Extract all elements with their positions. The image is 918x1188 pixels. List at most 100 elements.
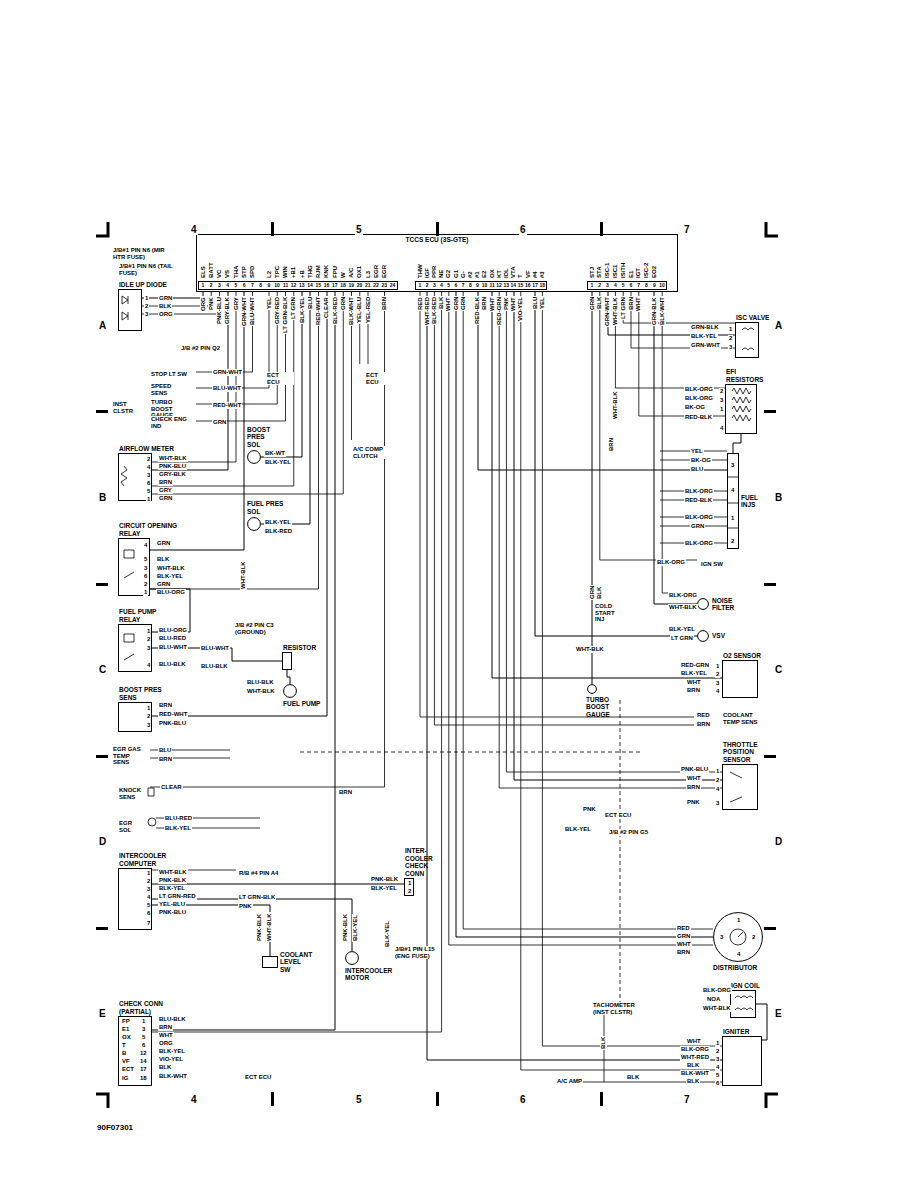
wire-label: WHT-BLK (612, 390, 619, 420)
pin-number: 4 (715, 1064, 720, 1071)
wire-label: BLK-YEL (156, 573, 184, 580)
wire-label: BLU (532, 296, 539, 310)
grid-reference: E (98, 1008, 107, 1019)
grid-reference: C (774, 664, 783, 675)
pin-number: 4 (719, 425, 724, 432)
wire-label: BRN (608, 437, 615, 452)
wire-label: IS/TH (620, 262, 627, 279)
pin-number: 3 (144, 311, 149, 318)
component-label: FUEL PRES SOL (247, 500, 297, 515)
wire-label: GRY-BLK (158, 471, 187, 478)
component-box: IGN COIL (730, 990, 756, 1018)
wire-label: WHT-BLK (668, 604, 698, 611)
component-circle: FUEL PRES SOL (247, 517, 261, 531)
wire-label: EGR (381, 264, 388, 279)
wire-label: G1 (453, 269, 460, 279)
wire-label: GRN (158, 495, 173, 502)
pin-number: 1 (143, 589, 148, 596)
pin-number: 1 (719, 406, 724, 413)
grid-reference: D (98, 836, 107, 847)
component-circle: BOOST PRES SOL (247, 450, 261, 464)
component-label: IGNITER (723, 1028, 749, 1035)
pin-number: 18 (139, 1075, 148, 1082)
pin-number: 5 (141, 1034, 146, 1041)
pin-number: 9 (268, 283, 271, 289)
wire-label: PNK (208, 296, 215, 311)
wire-label: GRY (158, 487, 173, 494)
pin-number: 8 (259, 283, 262, 289)
wire-label: BRN (381, 296, 388, 311)
wire-label: OX (489, 268, 496, 279)
component-label: BOOST PRES SOL (247, 426, 277, 448)
wire-label: WHT (158, 1032, 174, 1039)
pin-number: 8 (645, 283, 648, 289)
pin-number: 10 (659, 283, 665, 289)
component-label: IGN COIL (731, 982, 760, 989)
wire-label: BLK (686, 1078, 700, 1085)
pin-number: 6 (243, 283, 246, 289)
grid-reference: A (774, 320, 783, 331)
wire-connector (756, 1004, 767, 1040)
wire-label: BLK-RED (431, 296, 438, 325)
wire-connector (152, 899, 352, 951)
pin-number: 1 (715, 768, 720, 775)
wire-label: BRN (158, 1024, 173, 1031)
wire-connector (152, 292, 327, 716)
wire-label: BLU-WHT (200, 645, 230, 652)
wire-label: CLEAR (323, 296, 330, 319)
component-label: BOOST PRES SENS (119, 686, 179, 701)
wire-label: GRN (589, 296, 596, 311)
wire-label: WHT-BLK (156, 565, 186, 572)
wire-label: A/C COMP CLUTCH (352, 446, 390, 459)
component-box: RESISTOR (282, 652, 292, 670)
pin-number: 6 (146, 910, 151, 917)
pin-number: 11 (490, 283, 495, 289)
wires (142, 292, 735, 1082)
wire-label: VF (121, 1058, 131, 1065)
wire-connector (478, 292, 727, 470)
wire-connector (152, 292, 228, 470)
wire-label: J/B#1 PIN N6 (MIR HTR FUSE) (112, 247, 176, 260)
wire-connector (492, 292, 722, 678)
pin-number: 3 (146, 722, 151, 729)
component-box: COOLANT LEVEL SW (262, 956, 278, 968)
pin-number: 17 (332, 283, 338, 289)
wire-label: BRN (158, 756, 173, 763)
component-label: FUEL INJS (741, 494, 771, 509)
component-label: INTERCOOLER MOTOR (345, 967, 385, 982)
wire-label: LT GRN (620, 296, 627, 320)
wire-label: BLU-BLK (200, 663, 229, 670)
wire-label: BLK-WHT (348, 296, 355, 326)
wire-label: BRN (481, 296, 488, 311)
pin-number: 7 (462, 283, 465, 289)
wire-label: PNK-BLU (158, 720, 187, 727)
pin-number: 1 (146, 496, 151, 503)
wire-connector (150, 292, 244, 550)
wire-connector (287, 670, 290, 684)
corner-marks (96, 222, 778, 1108)
wire-label: EGR SOL (118, 820, 144, 833)
grid-reference: A (98, 320, 107, 331)
wire-label: ECT (121, 1066, 135, 1073)
pin-number: 17 (139, 1066, 148, 1073)
wire-label: ECT ECU (604, 812, 632, 819)
component-label: THROTTLE POSITION SENSOR (723, 741, 771, 763)
wire-label: E1 (121, 1026, 130, 1033)
outline-circle (248, 451, 261, 464)
wire-label: COLD START INJ (594, 603, 626, 623)
wire-label: IDL (503, 267, 510, 279)
wire-label: TACHOMETER (INST CLSTR) (592, 1002, 644, 1015)
wire-label: WHT-RED (680, 1054, 710, 1061)
wire-label: VS (224, 269, 231, 279)
wire-label: GRN (676, 933, 691, 940)
pin-number: 2 (144, 303, 149, 310)
pin-number: 4 (715, 786, 720, 793)
wire-label: YEL (690, 448, 704, 455)
pin-number: 2 (598, 283, 601, 289)
wire-label: GRN (460, 296, 467, 311)
pin-number: 14 (511, 283, 517, 289)
pin-number: 20 (357, 283, 363, 289)
pin-number: 4 (143, 542, 148, 549)
outline-circle (588, 685, 597, 694)
wire-label: WHT-BLK (575, 646, 605, 653)
